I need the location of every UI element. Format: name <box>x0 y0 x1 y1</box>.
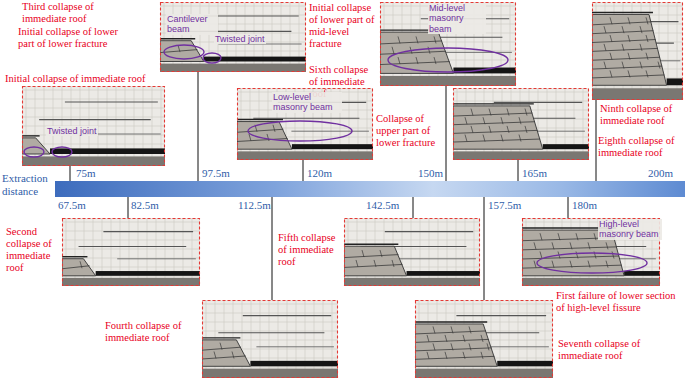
model-photo <box>344 218 480 286</box>
tick-label: 82.5m <box>131 199 159 212</box>
annotation: Initial collapse of immediate roof <box>5 73 146 85</box>
annotation: Fourth collapse of immediate roof <box>105 320 200 344</box>
model-photo <box>380 2 516 86</box>
model-photo <box>202 300 338 378</box>
model-photo <box>22 86 165 166</box>
tick-label: 150m <box>418 167 443 180</box>
tick-label: 200m <box>648 167 673 180</box>
annotation: Collapse of upper part of lower fracture <box>376 113 442 149</box>
tick-label: 112.5m <box>238 199 271 212</box>
tick-label: 97.5m <box>202 167 230 180</box>
model-photo <box>415 300 553 378</box>
annotation: First failure of lower section of high-l… <box>556 290 681 314</box>
timeline-bar <box>55 181 685 197</box>
tick-label: 75m <box>76 167 96 180</box>
tick-label: 165m <box>522 167 547 180</box>
annotation: Seventh collapse of immediate roof <box>558 338 673 362</box>
leader-lines <box>70 72 596 300</box>
annotation: Initial collapse of lower part of mid-le… <box>309 2 379 50</box>
structure-label: High-level masonry beam <box>598 219 662 240</box>
tick-label: 120m <box>307 167 332 180</box>
structure-label: Twisted joint <box>214 34 266 44</box>
tick-label: 67.5m <box>58 199 86 212</box>
model-photo <box>592 2 683 100</box>
annotation: Eighth collapse of immediate roof <box>598 135 682 159</box>
model-photo <box>62 218 200 286</box>
annotation: Third collapse of immediate roof <box>22 1 122 25</box>
structure-label: Low-level masonry beam <box>272 92 342 113</box>
annotation: Initial collapse of lower part of lower … <box>18 26 118 50</box>
model-photo <box>160 2 306 72</box>
tick-label: 157.5m <box>488 199 521 212</box>
structure-label: Twisted joint <box>46 126 98 136</box>
annotation: Ninth collapse of immediate roof <box>600 103 682 127</box>
structure-label: Cantilever beam <box>166 14 218 35</box>
axis-title: Extraction distance <box>2 172 56 197</box>
structure-label: Mid-level masonry beam <box>428 3 486 34</box>
annotation: Fifth collapse of immediate roof <box>278 232 340 268</box>
model-photo <box>237 88 373 160</box>
annotation: Second collapse of immediate roof <box>6 226 56 274</box>
tick-label: 180m <box>572 199 597 212</box>
model-photos <box>22 2 683 378</box>
tick-label: 142.5m <box>366 199 399 212</box>
model-photo <box>453 88 589 160</box>
